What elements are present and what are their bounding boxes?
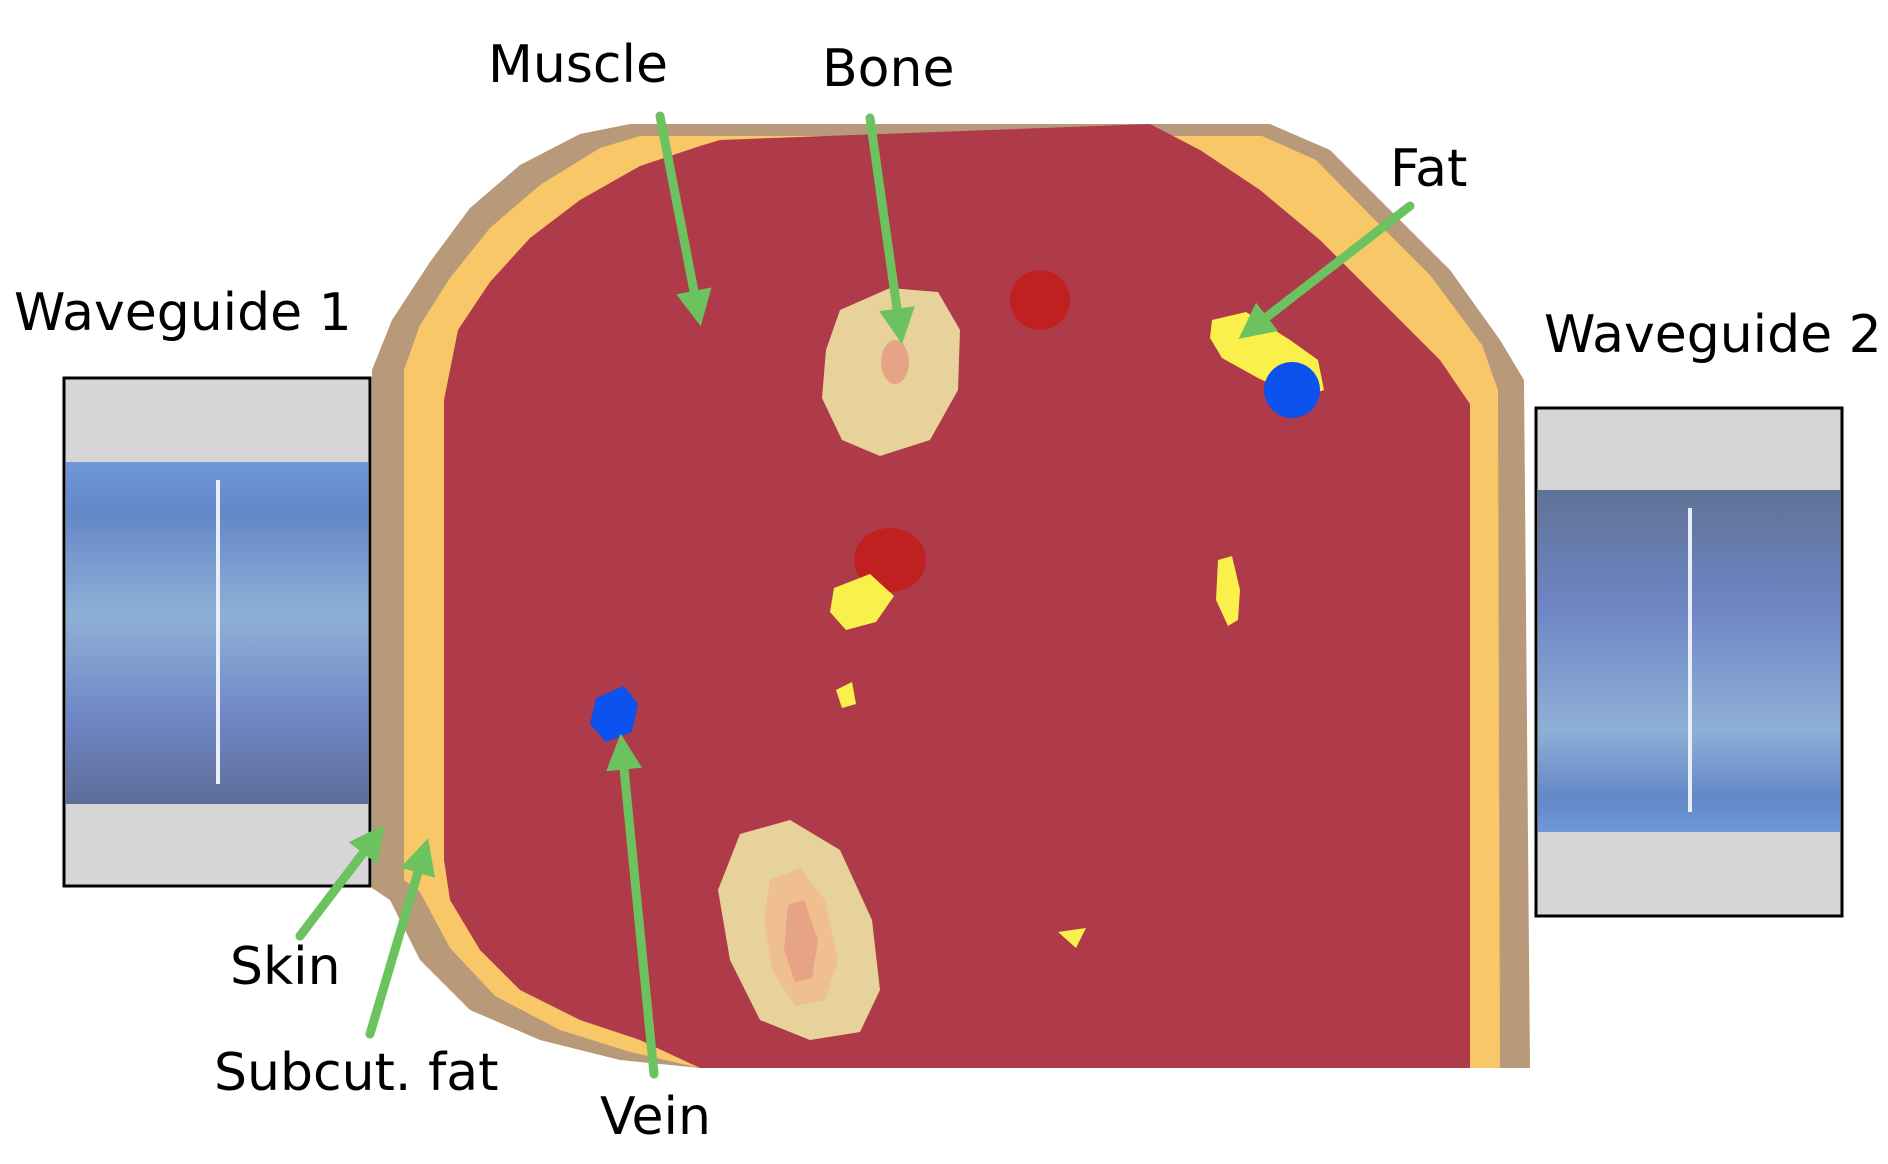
label-skin: Skin [230,937,341,997]
vein-upper [1264,362,1320,418]
label-fat: Fat [1390,139,1467,199]
bone-upper [822,288,960,456]
fat-deposit-small-2 [1058,928,1086,948]
artery-upper [1010,270,1070,330]
bone-lower [718,820,880,1040]
fat-deposit-right [1216,556,1240,626]
muscle-tissue [444,124,1470,1068]
waveguide-1 [62,376,372,888]
label-waveguide-1: Waveguide 1 [14,283,352,343]
waveguide-2 [1534,406,1844,918]
fat-deposit-middle [830,574,894,630]
fat-deposit-small-1 [836,682,856,708]
label-muscle: Muscle [488,35,668,95]
arrow-skin [295,824,385,941]
annotation-arrows [295,111,1415,1079]
arrow-bone [865,113,915,345]
label-waveguide-2: Waveguide 2 [1544,305,1882,365]
label-vein: Vein [600,1087,711,1147]
vein-lower [590,686,638,742]
label-subcut-fat: Subcut. fat [214,1043,499,1103]
arrow-subcut-fat [365,838,436,1039]
arrow-muscle [655,111,712,327]
arrow-vein [606,733,659,1079]
label-bone: Bone [822,39,954,99]
tissue-body [372,124,1530,1068]
arrow-fat [1238,201,1415,339]
